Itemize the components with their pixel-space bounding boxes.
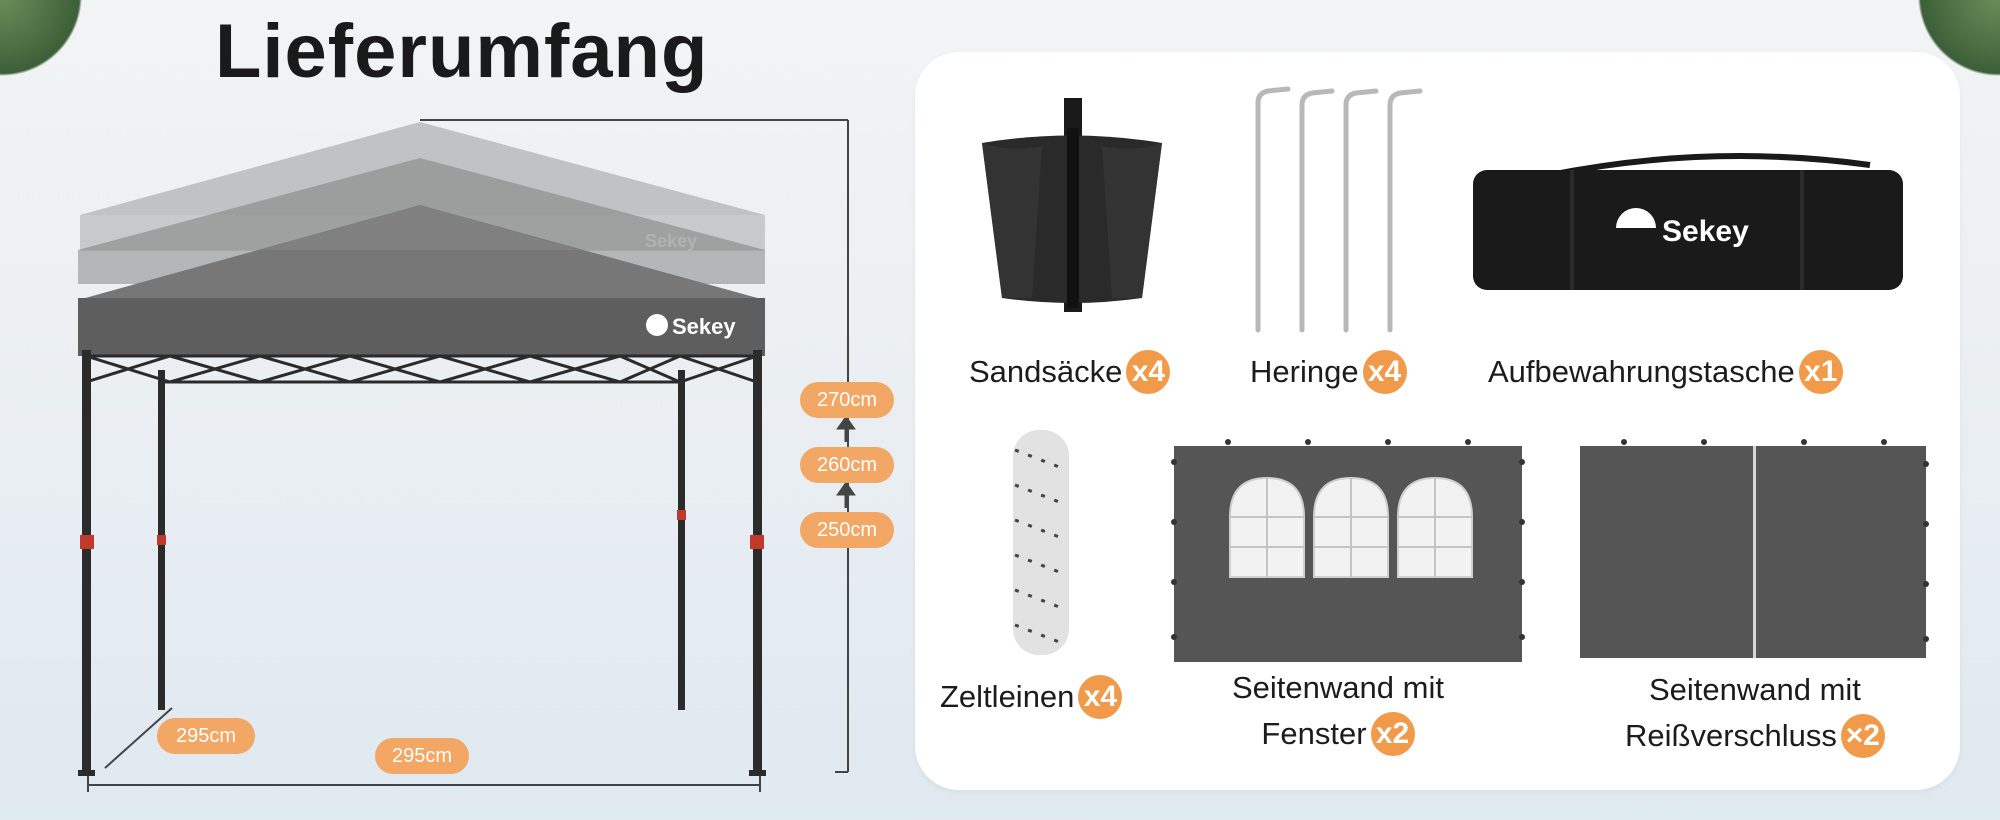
item-guy-ropes-name: Zeltleinen (940, 679, 1075, 714)
item-storage-bag-label: Aufbewahrungstasche x1 (1488, 350, 1843, 394)
tent-illustration: Sekey Sekey (78, 119, 856, 792)
height-min-badge: 250cm (800, 512, 894, 548)
storage-bag-image: Sekey (1473, 153, 1903, 290)
item-guy-ropes-label: Zeltleinen x4 (940, 675, 1123, 719)
sandbag-image (982, 98, 1162, 312)
storage-bag-brand: Sekey (1662, 215, 1749, 248)
item-sidewall-window-count: x2 (1370, 712, 1415, 756)
item-stakes-label: Heringe x4 (1250, 350, 1407, 394)
height-mid-badge: 260cm (800, 447, 894, 483)
depth-badge: 295cm (157, 718, 255, 754)
item-guy-ropes-count: x4 (1078, 675, 1123, 719)
stakes-image (1255, 86, 1423, 333)
item-sidewall-zipper-count: ×2 (1840, 714, 1885, 758)
page-title: Lieferumfang (215, 9, 709, 94)
item-sandbags-count: x4 (1126, 350, 1171, 394)
item-sidewall-window-line2: Fenster (1261, 716, 1367, 751)
item-stakes-count: x4 (1362, 350, 1407, 394)
item-storage-bag-name: Aufbewahrungstasche (1488, 354, 1795, 389)
sidewall-window-image (1171, 439, 1525, 662)
item-sidewall-zipper-line1: Seitenwand mit (1648, 672, 1861, 707)
svg-text:Sekey: Sekey (672, 314, 736, 339)
item-sidewall-zipper-label: Seitenwand mit Reißverschluss×2 (1625, 670, 1885, 758)
item-sandbags-name: Sandsäcke (969, 354, 1123, 389)
item-stakes-name: Heringe (1250, 354, 1359, 389)
item-sandbags-label: Sandsäcke x4 (969, 350, 1171, 394)
item-sidewall-window-line1: Seitenwand mit (1232, 670, 1444, 705)
item-storage-bag-count: x1 (1798, 350, 1843, 394)
guy-ropes-image (1013, 430, 1069, 655)
sidewall-zipper-image (1580, 439, 1929, 658)
height-max-badge: 270cm (800, 382, 894, 418)
width-badge: 295cm (375, 738, 469, 774)
grass-corner-left (0, 0, 100, 80)
item-sidewall-zipper-line2: Reißverschluss (1625, 718, 1837, 753)
